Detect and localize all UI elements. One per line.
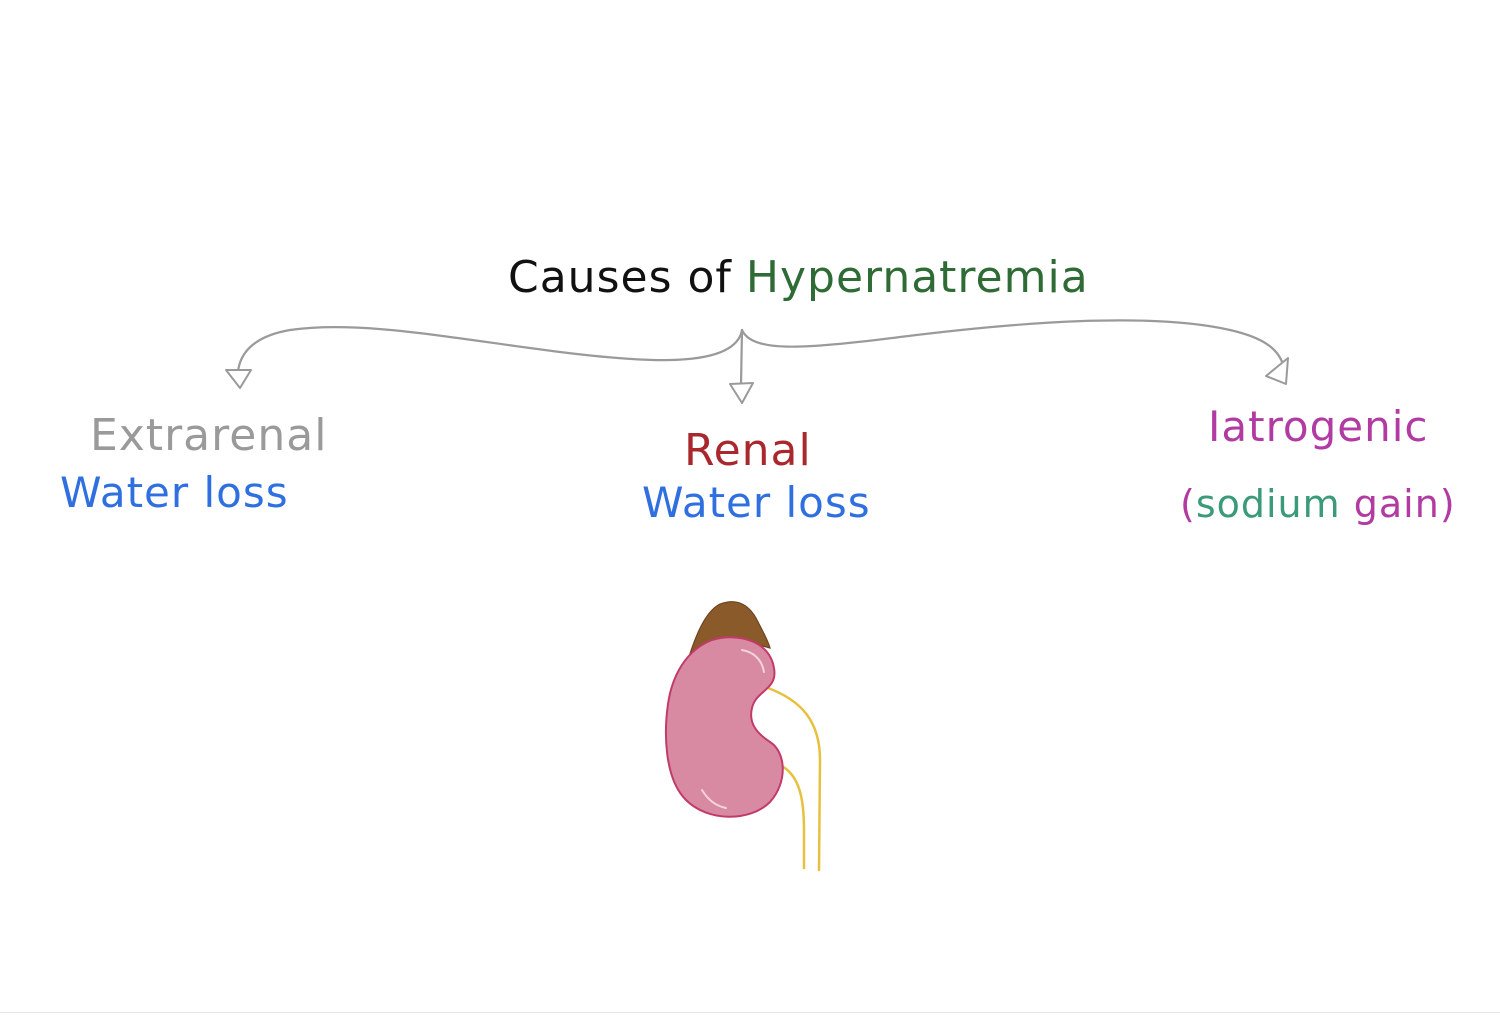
paren-open: ( (1180, 482, 1196, 526)
arrow-to-extrarenal (236, 326, 744, 374)
arrowheads (225, 357, 1289, 404)
arrow-to-iatrogenic (740, 319, 1286, 370)
arrowhead-center-icon (729, 382, 754, 404)
paren-close: ) (1439, 482, 1456, 526)
extrarenal-label: Extrarenal (90, 410, 328, 461)
kidney-icon (664, 636, 784, 818)
branch-arrows (236, 319, 1286, 387)
ureter-inner-icon (778, 763, 806, 870)
kidney-highlight-lower-icon (701, 789, 727, 809)
gain-word: gain (1353, 482, 1440, 526)
iatrogenic-label: Iatrogenic (1208, 402, 1429, 451)
diagram-title: Causes of Hypernatremia (508, 252, 1089, 303)
kidney-highlight-icon (741, 649, 765, 673)
sodium-word: sodium (1195, 482, 1341, 526)
arrowhead-left-icon (225, 369, 252, 389)
ureter-icon (766, 686, 822, 872)
renal-label: Renal (684, 425, 812, 476)
bottom-divider (0, 1012, 1500, 1013)
kidney-illustration (664, 601, 822, 872)
arrowhead-right-icon (1265, 357, 1289, 385)
extrarenal-water-loss-label: Water loss (60, 468, 289, 517)
title-hypernatremia: Hypernatremia (745, 252, 1089, 303)
renal-water-loss-label: Water loss (642, 478, 871, 527)
arrow-to-renal (739, 328, 744, 387)
sodium-gain-label: (sodium gain) (1180, 482, 1456, 526)
title-causes-of: Causes of (508, 252, 732, 303)
